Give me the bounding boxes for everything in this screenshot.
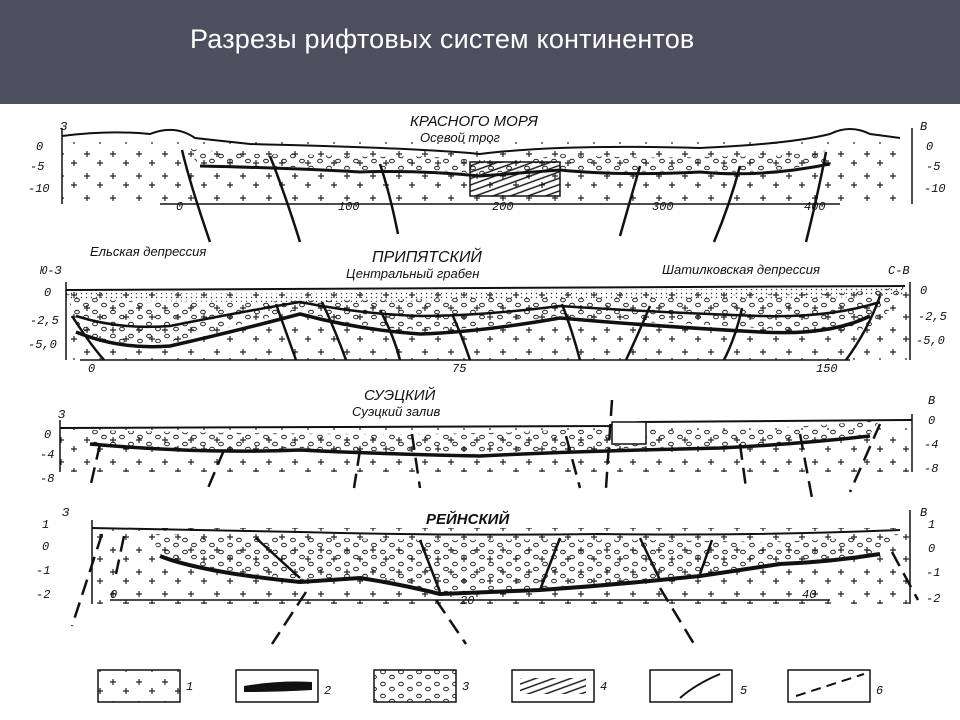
depth-tick: 0 bbox=[42, 540, 49, 554]
depth-tick: 0 bbox=[926, 140, 933, 154]
section-title: КРАСНОГО МОРЯ bbox=[410, 113, 539, 130]
depth-tick: -10 bbox=[28, 182, 50, 196]
depth-tick: -4 bbox=[924, 438, 938, 452]
depth-tick: -8 bbox=[924, 462, 938, 476]
left-end-label: З bbox=[62, 506, 69, 520]
legend-item-salt: 2 bbox=[235, 669, 331, 703]
legend: 1 2 3 4 5 6 bbox=[97, 669, 883, 703]
distance-tick: 150 bbox=[816, 362, 838, 376]
fault-lines bbox=[70, 533, 920, 645]
distance-tick: 300 bbox=[652, 200, 674, 214]
rift-sections-figure: КРАСНОГО МОРЯ Осевой трог З В 0 -5 -10 0… bbox=[0, 104, 960, 720]
right-end-label: В bbox=[928, 394, 935, 408]
legend-number: 5 bbox=[740, 684, 747, 698]
depth-tick: -2 bbox=[36, 588, 50, 602]
depth-tick: -10 bbox=[924, 182, 946, 196]
legend-item-volcanics: 4 bbox=[511, 669, 607, 703]
depth-tick: 0 bbox=[928, 542, 935, 556]
depth-tick: 1 bbox=[928, 518, 935, 532]
legend-number: 1 bbox=[186, 680, 193, 694]
section-subtitle: Центральный грабен bbox=[346, 266, 479, 281]
distance-tick: 75 bbox=[452, 362, 466, 376]
section-title: РЕЙНСКИЙ bbox=[426, 510, 510, 528]
depth-tick: 1 bbox=[42, 518, 49, 532]
depth-tick: -5 bbox=[926, 160, 940, 174]
legend-item-faults: 5 bbox=[649, 669, 747, 703]
depth-tick: -5 bbox=[30, 160, 44, 174]
fault-lines bbox=[88, 399, 882, 499]
surface-profile bbox=[59, 419, 913, 429]
sediment-layer bbox=[66, 286, 905, 344]
left-end-label: Ю-З bbox=[39, 264, 62, 278]
distance-tick: 0 bbox=[88, 362, 95, 376]
section-subtitle: Осевой трог bbox=[420, 130, 501, 145]
sediment-layer bbox=[185, 148, 830, 174]
distance-tick: 200 bbox=[492, 200, 514, 214]
surface-profile bbox=[61, 128, 901, 156]
depth-tick: -4 bbox=[40, 448, 54, 462]
surface-profile bbox=[91, 527, 901, 536]
depth-tick: -2 bbox=[926, 592, 940, 606]
right-depression-label: Шатилковская депрессия bbox=[662, 262, 820, 277]
right-end-label: В bbox=[920, 120, 927, 134]
depth-tick: 0 bbox=[44, 286, 51, 300]
section-title: СУЭЦКИЙ bbox=[364, 386, 436, 404]
depth-tick: -1 bbox=[926, 566, 940, 580]
salt-horizon bbox=[75, 312, 871, 349]
depth-tick: 0 bbox=[928, 414, 935, 428]
sediment-layer bbox=[90, 420, 880, 454]
depth-tick: -5,0 bbox=[28, 338, 57, 352]
depth-tick: -2,5 bbox=[30, 314, 59, 328]
legend-number: 4 bbox=[600, 680, 607, 694]
cover-layer bbox=[66, 286, 905, 302]
section-suez: СУЭЦКИЙ Суэцкий залив З В 0 -4 -8 0 -4 -… bbox=[40, 386, 938, 499]
section-rhine: РЕЙНСКИЙ З В 1 0 -1 -2 1 0 -1 -2 0 20 40 bbox=[36, 506, 940, 645]
distance-tick: 100 bbox=[338, 200, 360, 214]
upper-horizon bbox=[75, 300, 881, 329]
legend-number: 3 bbox=[462, 680, 469, 694]
section-subtitle: Суэцкий залив bbox=[352, 404, 440, 419]
legend-item-inferred-faults: 6 bbox=[787, 669, 883, 703]
distance-tick: 20 bbox=[460, 594, 474, 608]
section-red-sea: КРАСНОГО МОРЯ Осевой трог З В 0 -5 -10 0… bbox=[28, 113, 946, 243]
depth-tick: 0 bbox=[920, 284, 927, 298]
legend-item-sediments: 3 bbox=[373, 669, 469, 703]
depth-tick: -1 bbox=[36, 564, 50, 578]
graben-walls bbox=[255, 537, 714, 593]
fault-lines bbox=[70, 295, 882, 361]
slide-header: Разрезы рифтовых систем континентов bbox=[0, 0, 960, 104]
distance-tick: 400 bbox=[804, 200, 826, 214]
legend-number: 6 bbox=[876, 684, 883, 698]
horst-block bbox=[611, 421, 647, 445]
distance-tick: 0 bbox=[176, 200, 183, 214]
legend-number: 2 bbox=[324, 684, 331, 698]
right-end-label: В bbox=[920, 506, 927, 520]
left-end-label: З bbox=[58, 408, 65, 422]
right-end-label: С-В bbox=[888, 264, 910, 278]
depth-tick: -5,0 bbox=[916, 334, 945, 348]
section-title: ПРИПЯТСКИЙ bbox=[372, 247, 482, 266]
surface-profile bbox=[65, 285, 906, 291]
axial-trough-block bbox=[469, 161, 561, 197]
legend-item-basement: 1 bbox=[97, 669, 193, 703]
salt-horizon bbox=[89, 434, 871, 458]
distance-tick: 0 bbox=[110, 588, 117, 602]
depth-tick: -8 bbox=[40, 472, 54, 486]
rift-sections-svg: КРАСНОГО МОРЯ Осевой трог З В 0 -5 -10 0… bbox=[28, 113, 947, 703]
section-pripyat: ПРИПЯТСКИЙ Центральный грабен Ельская де… bbox=[28, 244, 947, 376]
left-end-label: З bbox=[60, 120, 67, 134]
depth-tick: -2,5 bbox=[918, 310, 947, 324]
depth-tick: 0 bbox=[36, 140, 43, 154]
distance-tick: 40 bbox=[802, 588, 816, 602]
slide-title: Разрезы рифтовых систем континентов bbox=[190, 24, 695, 54]
depth-tick: 0 bbox=[44, 428, 51, 442]
left-depression-label: Ельская депрессия bbox=[90, 244, 206, 259]
